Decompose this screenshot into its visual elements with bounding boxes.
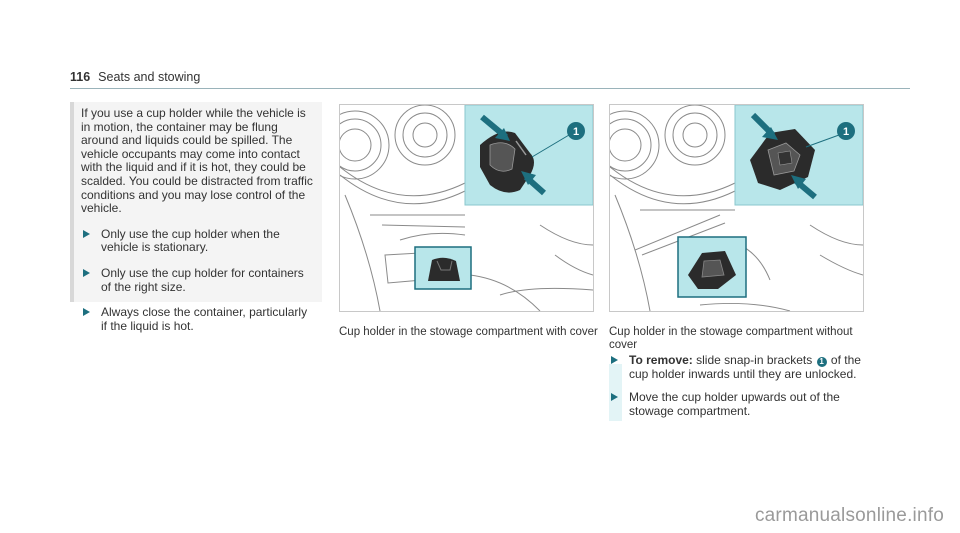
step-remove: To remove: slide snap-in brackets 1 of t…	[611, 353, 861, 381]
arrow-right-icon	[611, 393, 618, 401]
step-move-up: Move the cup holder upwards out of the s…	[611, 390, 840, 418]
figure-cup-holder-without-cover: 1	[609, 104, 864, 312]
figure-illustration: 1	[610, 105, 863, 311]
arrow-right-icon	[83, 268, 90, 277]
arrow-right-icon	[83, 229, 90, 238]
arrow-right-icon	[83, 308, 90, 317]
figure-caption-with-cover: Cup holder in the stowage compartment wi…	[339, 326, 598, 338]
arrow-right-icon	[611, 356, 618, 364]
warning-box: If you use a cup holder while the vehicl…	[70, 102, 322, 332]
figure-caption-without-cover: Cup holder in the stowage compartment wi…	[609, 326, 853, 351]
header-divider	[70, 88, 910, 89]
step-label: To remove:	[629, 353, 693, 367]
warning-bullet-1: Only use the cup holder when the vehicle…	[81, 226, 316, 255]
warning-bullet-text: Always close the container, particularly…	[101, 305, 308, 333]
warning-bullet-2: Only use the cup holder for containers o…	[81, 265, 316, 294]
figure-cup-holder-with-cover: 1	[339, 104, 594, 312]
warning-paragraph: If you use a cup holder while the vehicl…	[81, 106, 313, 216]
page-number: 116	[70, 70, 91, 84]
instruction-steps: To remove: slide snap-in brackets 1 of t…	[609, 353, 879, 454]
warning-bullet-3: Always close the container, particularly…	[81, 305, 316, 333]
figure-illustration: 1	[340, 105, 593, 311]
callout-1: 1	[573, 126, 579, 138]
callout-badge: 1	[816, 357, 827, 367]
warning-bullet-text: Only use the cup holder when the vehicle…	[101, 226, 280, 255]
watermark: carmanualsonline.info	[754, 505, 944, 526]
warning-bullet-text: Only use the cup holder for containers o…	[101, 265, 304, 294]
step-highlight-bar	[609, 364, 622, 421]
page-header: 116 Seats and stowing	[70, 70, 200, 84]
caption-line-2: cover	[609, 338, 638, 351]
section-title: Seats and stowing	[98, 70, 201, 84]
callout-1: 1	[843, 126, 849, 138]
caption-line-1: Cup holder in the stowage compartment wi…	[609, 326, 853, 338]
